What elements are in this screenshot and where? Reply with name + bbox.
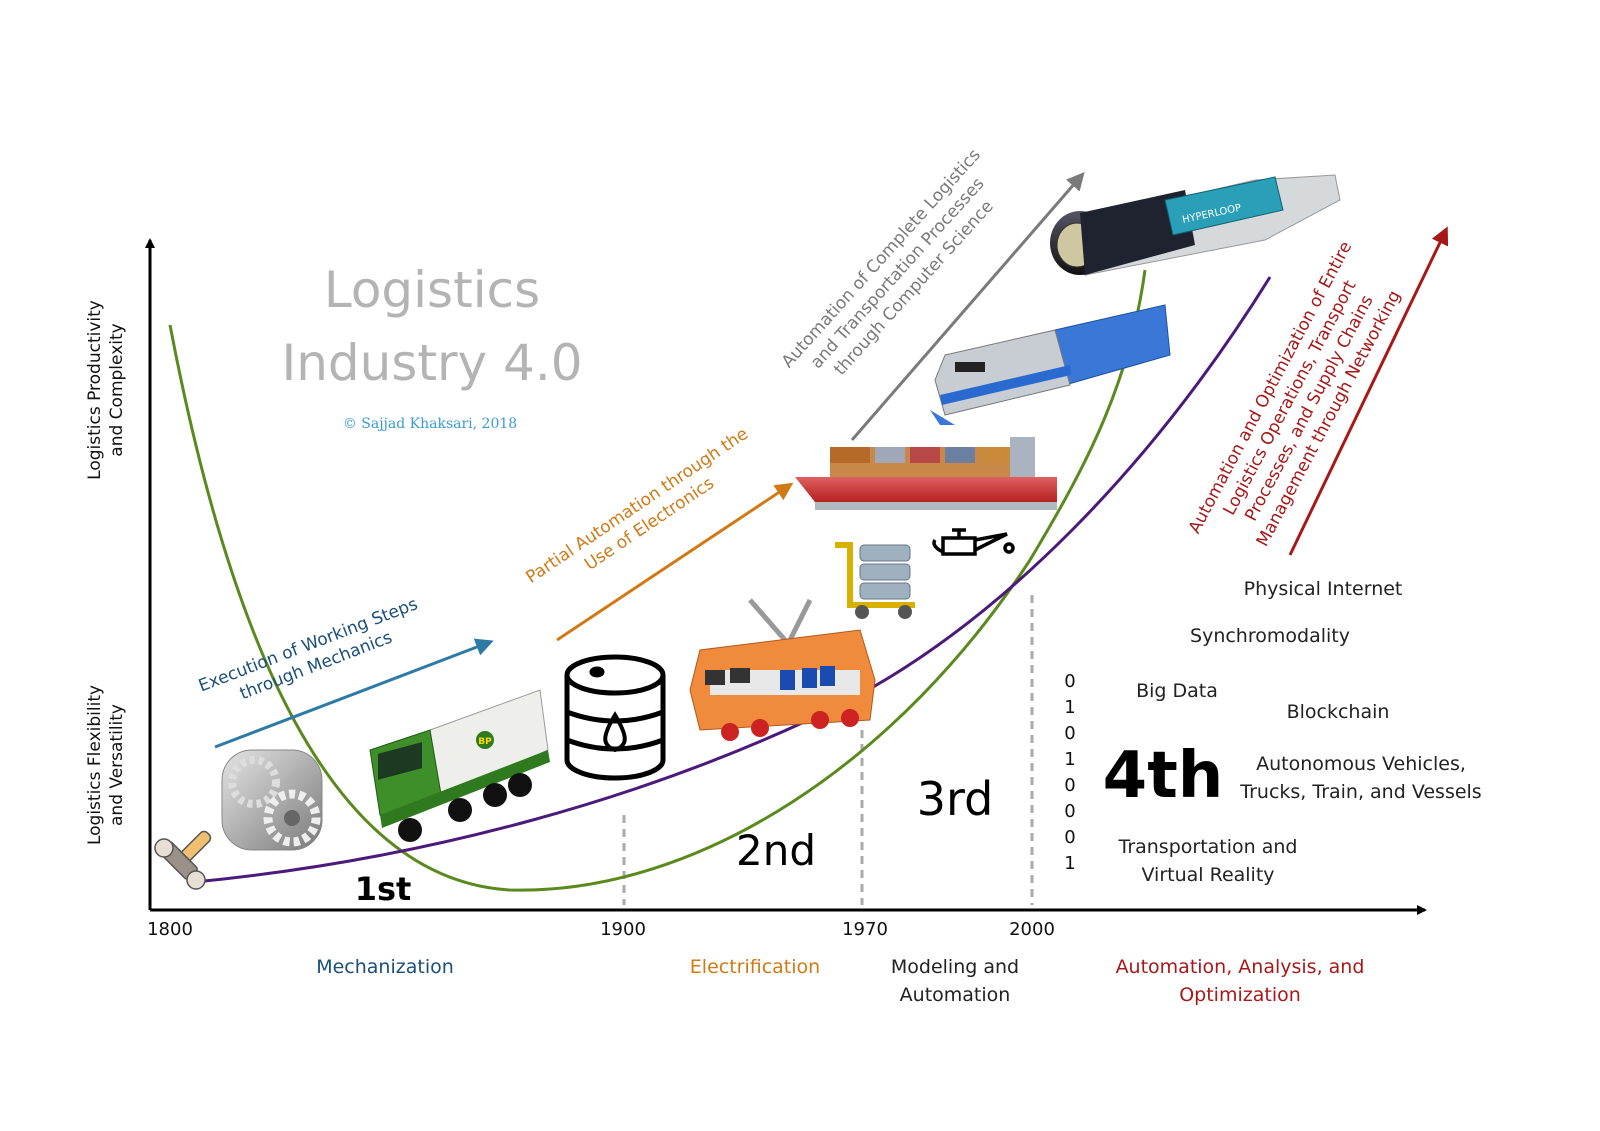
era4-name-1: Automation, Analysis, and bbox=[1116, 956, 1365, 978]
era1-arrow bbox=[214, 638, 494, 749]
era3-name-1: Modeling and bbox=[891, 956, 1019, 978]
era3-arrow bbox=[850, 171, 1085, 441]
y-axis-label-top: Logistics Productivity and Complexity bbox=[85, 300, 127, 480]
era2-name: Electrification bbox=[690, 956, 820, 978]
era2-arrow-text: Partial Automation through the Use of El… bbox=[522, 424, 752, 588]
concept-blockchain: Blockchain bbox=[1287, 701, 1390, 723]
diesel-locomotive-icon bbox=[930, 304, 1171, 425]
concept-vr-1: Transportation and bbox=[1118, 836, 1298, 858]
truck-badge: BP bbox=[478, 737, 492, 747]
binary-digit: 0 bbox=[1064, 723, 1075, 744]
y-label-top-2: and Complexity bbox=[107, 323, 127, 456]
y-label-bottom-2: and Versatility bbox=[107, 704, 127, 826]
concept-physical-internet: Physical Internet bbox=[1244, 578, 1403, 600]
title-line-2: Industry 4.0 bbox=[281, 334, 582, 392]
binary-digit: 0 bbox=[1064, 827, 1075, 848]
container-ship-icon bbox=[795, 437, 1057, 510]
tools-icon bbox=[154, 830, 212, 890]
binary-digit: 0 bbox=[1064, 775, 1075, 796]
x-tick-1970: 1970 bbox=[842, 919, 888, 940]
gears-icon bbox=[221, 749, 323, 851]
concept-big-data: Big Data bbox=[1136, 680, 1218, 702]
era2-arrow bbox=[556, 482, 794, 642]
binary-digit: 1 bbox=[1064, 853, 1075, 874]
era4-name-2: Optimization bbox=[1179, 984, 1301, 1006]
x-tick-1800: 1800 bbox=[147, 919, 193, 940]
binary-column: 0 1 0 1 0 0 0 1 bbox=[1064, 671, 1075, 874]
oil-barrel-icon bbox=[564, 654, 666, 781]
binary-digit: 1 bbox=[1064, 697, 1075, 718]
electric-locomotive-icon bbox=[689, 598, 876, 741]
era3-arrow-line2: and Transportation Processes bbox=[807, 174, 989, 373]
binary-digit: 1 bbox=[1064, 749, 1075, 770]
era2-ordinal: 2nd bbox=[736, 826, 816, 875]
x-tick-2000: 2000 bbox=[1009, 919, 1055, 940]
era4-ordinal: 4th bbox=[1103, 739, 1224, 813]
hyperloop-icon: HYPERLOOP bbox=[1050, 174, 1341, 276]
y-label-bottom-1: Logistics Flexibility bbox=[85, 685, 105, 845]
concept-synchromodality: Synchromodality bbox=[1190, 625, 1350, 647]
era3-ordinal: 3rd bbox=[917, 772, 994, 826]
title-line-1: Logistics bbox=[324, 261, 540, 319]
era1-name: Mechanization bbox=[316, 956, 454, 978]
era3-name-2: Automation bbox=[900, 984, 1011, 1006]
copyright: © Sajjad Khaksari, 2018 bbox=[343, 416, 517, 432]
era4-arrow-text: Automation and Optimization of Entire Lo… bbox=[1185, 238, 1405, 550]
concept-autonomous-2: Trucks, Train, and Vessels bbox=[1239, 781, 1481, 803]
y-label-top-1: Logistics Productivity bbox=[85, 300, 105, 480]
era2-arrow-line1: Partial Automation through the bbox=[522, 424, 752, 588]
era1-arrow-text: Execution of Working Steps through Mecha… bbox=[196, 594, 421, 704]
y-axis-label-bottom: Logistics Flexibility and Versatility bbox=[85, 685, 127, 845]
era4-arrow bbox=[1288, 226, 1449, 556]
era1-ordinal: 1st bbox=[355, 870, 412, 908]
x-tick-1900: 1900 bbox=[600, 919, 646, 940]
concept-vr-2: Virtual Reality bbox=[1141, 864, 1274, 886]
axes: Logistics Productivity and Complexity Lo… bbox=[85, 238, 1427, 940]
tanker-truck-icon: BP bbox=[369, 689, 550, 842]
productivity-curve bbox=[168, 269, 1147, 892]
binary-digit: 0 bbox=[1064, 801, 1075, 822]
title-block: Logistics Industry 4.0 © Sajjad Khaksari… bbox=[281, 261, 582, 432]
oil-can-icon bbox=[932, 528, 1015, 556]
concept-autonomous-1: Autonomous Vehicles, bbox=[1256, 753, 1466, 775]
binary-digit: 0 bbox=[1064, 671, 1075, 692]
barrel-trolley-icon bbox=[835, 542, 915, 619]
